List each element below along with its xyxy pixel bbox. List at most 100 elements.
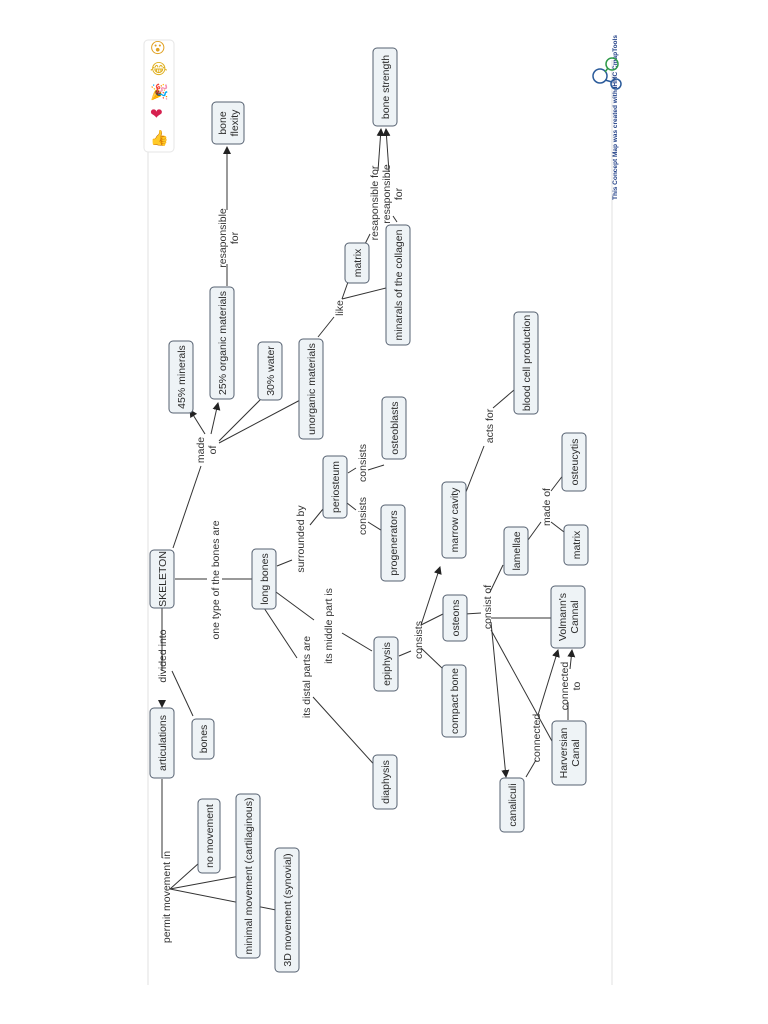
link-acts-for: acts for xyxy=(484,408,496,443)
node-harversian[interactable]: HarversianCanal xyxy=(551,720,587,786)
node-label: boneflexity xyxy=(217,109,241,137)
node-long-bones[interactable]: long bones xyxy=(251,548,277,610)
node-osteons[interactable]: osteons xyxy=(442,594,468,642)
node-box xyxy=(257,341,283,401)
node-label: HarversianCanal xyxy=(558,727,582,778)
node-no-movement[interactable]: no movement xyxy=(197,798,221,874)
node-box xyxy=(385,224,411,346)
node-box xyxy=(168,340,194,414)
link-resp-for-matrix: resaponsible for xyxy=(369,165,381,240)
node-label: long bones xyxy=(259,553,271,604)
party-popper-icon[interactable]: 🎉 xyxy=(150,83,169,101)
node-box xyxy=(561,432,587,492)
node-label: progenerators xyxy=(388,510,400,575)
node-organic-25[interactable]: 25% organic materials xyxy=(209,286,235,400)
linking-phrases: divided into permit movement in one type o… xyxy=(157,164,583,943)
link-connected: connected xyxy=(531,714,543,763)
node-box xyxy=(251,548,277,610)
node-bones[interactable]: bones xyxy=(191,718,215,760)
surprised-face-icon[interactable]: 😮 xyxy=(150,39,166,57)
node-unorganic[interactable]: unorganic materials xyxy=(298,338,324,440)
node-box xyxy=(149,549,175,609)
node-box xyxy=(344,242,370,284)
node-box xyxy=(298,338,324,440)
node-label: bone strength xyxy=(380,55,392,119)
node-label: matrix xyxy=(571,530,583,559)
node-label: compact bone xyxy=(449,668,461,734)
cmaptools-credit: This Concept Map was created with IHMC C… xyxy=(592,35,622,200)
node-epiphysis[interactable]: epiphysis xyxy=(373,636,399,692)
node-collagen[interactable]: minarals of the collagen xyxy=(385,224,411,346)
thumbs-up-icon[interactable]: 👍 xyxy=(150,129,169,147)
node-label: periosteum xyxy=(330,461,342,513)
node-marrow-cavity[interactable]: marrow cavity xyxy=(441,481,467,559)
node-box xyxy=(211,101,245,145)
link-consists-epiphysis: consists xyxy=(413,621,425,659)
laughing-face-icon[interactable]: 😂 xyxy=(150,60,168,78)
link-like: like xyxy=(334,300,346,316)
node-blood-cell[interactable]: blood cell production xyxy=(513,311,539,415)
node-label: blood cell production xyxy=(521,315,533,411)
connector-lines xyxy=(158,128,576,911)
node-articulations[interactable]: articulations xyxy=(149,707,175,779)
link-its-middle-part-is: its middle part is xyxy=(323,588,335,664)
node-label: canaliculi xyxy=(507,783,519,826)
node-label: epiphysis xyxy=(381,642,393,686)
cmaptools-logo-icon xyxy=(592,57,622,90)
node-label: matrix xyxy=(352,248,364,277)
node-matrix-top[interactable]: matrix xyxy=(344,242,370,284)
node-label: no movement xyxy=(204,804,216,868)
node-label: minarals of the collagen xyxy=(393,229,405,340)
node-box xyxy=(322,455,348,519)
node-matrix-bottom[interactable]: matrix xyxy=(563,524,589,566)
concept-nodes: SKELETON articulations bones no movement min… xyxy=(149,47,589,973)
node-periosteum[interactable]: periosteum xyxy=(322,455,348,519)
node-diaphysis[interactable]: diaphysis xyxy=(372,754,398,810)
node-label: lamellae xyxy=(511,531,523,570)
node-label: osteons xyxy=(450,600,462,637)
node-label: minimal movement (cartilaginous) xyxy=(243,798,255,955)
heart-icon[interactable]: ❤ xyxy=(150,105,163,123)
node-box xyxy=(563,524,589,566)
node-box xyxy=(550,585,586,649)
node-label: SKELETON xyxy=(157,551,169,607)
node-box xyxy=(149,707,175,779)
node-compact-bone[interactable]: compact bone xyxy=(441,664,467,738)
node-box xyxy=(372,754,398,810)
node-box xyxy=(381,396,407,460)
link-divided-into: divided into xyxy=(157,629,169,682)
link-consists-osteoblasts: consists xyxy=(357,444,369,482)
link-consist-of: consist of xyxy=(482,585,494,629)
node-water-30[interactable]: 30% water xyxy=(257,341,283,401)
node-skeleton[interactable]: SKELETON xyxy=(149,549,175,609)
link-consists-progenerators: consists xyxy=(357,497,369,535)
node-osteocytes[interactable]: osteucytis xyxy=(561,432,587,492)
link-its-distal-parts-are: its distal parts are xyxy=(301,636,313,718)
node-label: osteucytis xyxy=(569,439,581,486)
reaction-bar: 👍 ❤ 🎉 😂 😮 xyxy=(143,39,175,153)
node-lamellae[interactable]: lamellae xyxy=(503,526,529,576)
node-box xyxy=(380,504,406,582)
link-resp-for-collagen: resaponsiblefor xyxy=(381,164,405,224)
node-movement-3d[interactable]: 3D movement (synovial) xyxy=(274,847,300,973)
link-permit-movement-in: permit movement in xyxy=(161,851,173,943)
node-label: 45% minerals xyxy=(176,345,188,409)
node-bone-strength[interactable]: bone strength xyxy=(372,47,398,127)
node-label: 25% organic materials xyxy=(217,291,229,395)
reaction-bar-background xyxy=(143,39,175,153)
node-canaliculi[interactable]: canaliculi xyxy=(499,777,525,833)
node-minimal-movement[interactable]: minimal movement (cartilaginous) xyxy=(235,793,261,959)
link-one-type: one type of the bones are xyxy=(210,520,222,639)
node-box xyxy=(191,718,215,760)
node-progenerators[interactable]: progenerators xyxy=(380,504,406,582)
link-connected-to: connectedto xyxy=(559,662,583,711)
node-box xyxy=(441,481,467,559)
node-box xyxy=(441,664,467,738)
node-minerals-45[interactable]: 45% minerals xyxy=(168,340,194,414)
node-box xyxy=(209,286,235,400)
node-label: bones xyxy=(198,725,210,754)
node-osteoblasts[interactable]: osteoblasts xyxy=(381,396,407,460)
node-label: marrow cavity xyxy=(449,487,461,553)
node-volmann[interactable]: Volmann'sCannal xyxy=(550,585,586,649)
node-bone-flexity[interactable]: boneflexity xyxy=(211,101,245,145)
